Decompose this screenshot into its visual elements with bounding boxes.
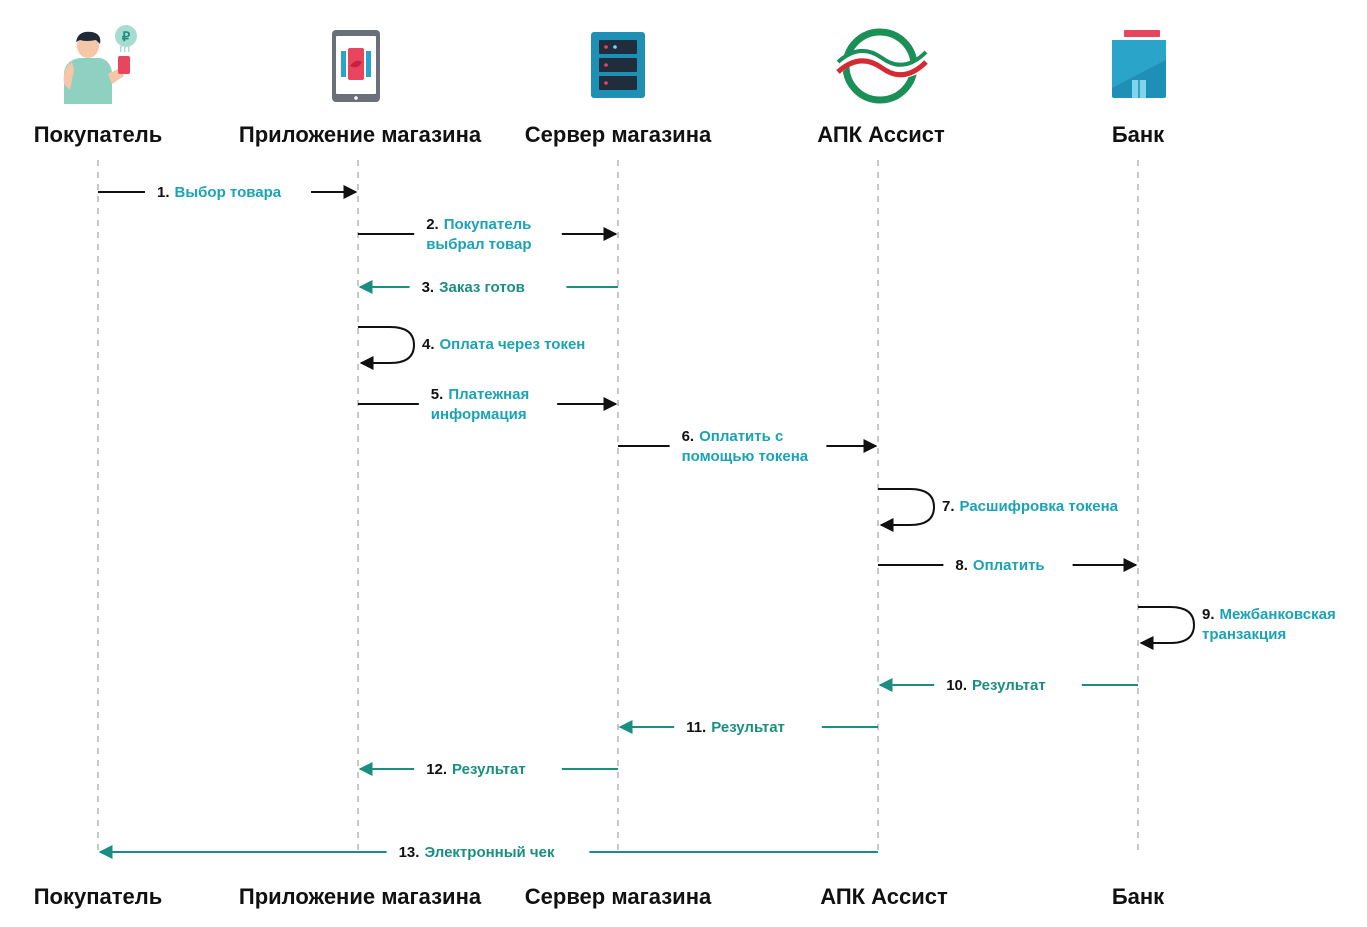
message-label-4: 4. Оплата через токен (422, 336, 585, 353)
bank-building-icon (1112, 30, 1166, 98)
messages: 1. Выбор товара 2. Покупатель выбрал товар 3.… (98, 184, 1336, 861)
message-text-line: Покупатель (444, 216, 532, 233)
message-8: 8. Оплатить (878, 557, 1138, 574)
message-label-10: 10. Результат (946, 677, 1046, 694)
message-label-11: 11. Результат (686, 719, 785, 736)
message-number: 10. (946, 677, 967, 694)
message-number: 9. (1202, 606, 1215, 623)
self-arrow-7 (878, 488, 936, 532)
message-10: 10. Результат (878, 677, 1138, 694)
message-text-line: выбрал товар (426, 236, 531, 253)
message-number: 11. (686, 719, 706, 736)
message-label-8: 8. Оплатить (955, 557, 1044, 574)
message-text-line: Заказ готов (439, 279, 525, 296)
svg-text:₽: ₽ (122, 29, 131, 44)
message-label-7: 7. Расшифровка токена (942, 498, 1119, 515)
message-6: 6.Оплатить с помощью токена (618, 428, 878, 465)
message-label-12: 12. Результат (426, 761, 526, 778)
message-7: 7. Расшифровка токена (878, 488, 1119, 532)
message-text-line: Расшифровка токена (960, 498, 1119, 515)
actor-label-assist: АПК Ассист (817, 122, 945, 147)
message-number: 13. (399, 844, 420, 861)
message-text-line: Платежная (448, 386, 529, 403)
message-2: 2. Покупатель выбрал товар (358, 216, 618, 253)
message-number: 5. (431, 386, 444, 403)
message-text-line: транзакция (1202, 626, 1286, 643)
message-number: 7. (942, 498, 955, 515)
assist-logo-icon (831, 28, 933, 104)
message-text-line: Электронный чек (424, 844, 555, 861)
self-arrow-4 (358, 326, 416, 370)
message-9: 9. Межбанковская транзакция (1138, 606, 1336, 650)
message-number: 1. (157, 184, 170, 201)
message-4: 4. Оплата через токен (358, 326, 585, 370)
message-3: 3.Заказ готов (358, 279, 618, 296)
message-label-5: 5.Платежная информация (431, 386, 529, 423)
message-1: 1. Выбор товара (98, 184, 358, 201)
actor-label-server: Сервер магазина (525, 122, 712, 147)
message-text-line: Оплатить с (699, 428, 783, 445)
message-label-1: 1. Выбор товара (157, 184, 282, 201)
message-text-line: Оплата через токен (440, 336, 586, 353)
message-label-3: 3.Заказ готов (422, 279, 525, 296)
actor-label-bottom-server: Сервер магазина (525, 884, 712, 909)
actor-label-bank: Банк (1112, 122, 1165, 147)
actor-label-bottom-assist: АПК Ассист (820, 884, 948, 909)
message-number: 3. (422, 279, 435, 296)
actor-label-bottom-bank: Банк (1112, 884, 1165, 909)
actor-labels-bottom: Покупатель Приложение магазина Сервер мага… (34, 884, 1165, 909)
message-text-line: Выбор товара (175, 184, 282, 201)
message-number: 12. (426, 761, 447, 778)
person-with-phone-icon: ₽ (63, 25, 137, 104)
message-text-line: помощью токена (682, 448, 809, 465)
message-number: 4. (422, 336, 435, 353)
message-text-line: Межбанковская (1220, 606, 1336, 623)
actor-label-bottom-buyer: Покупатель (34, 884, 163, 909)
actor-label-buyer: Покупатель (34, 122, 163, 147)
lifelines (97, 160, 1139, 852)
actor-label-app: Приложение магазина (239, 122, 482, 147)
message-label-13: 13.Электронный чек (399, 844, 555, 861)
message-13: 13.Электронный чек (98, 844, 878, 861)
message-number: 2. (426, 216, 439, 233)
message-text-line: информация (431, 406, 527, 423)
message-text-line: Оплатить (973, 557, 1045, 574)
self-arrow-9 (1138, 606, 1196, 650)
message-label-9: 9. Межбанковская транзакция (1202, 606, 1336, 643)
message-5: 5.Платежная информация (358, 386, 618, 423)
tablet-icon (332, 30, 380, 102)
server-icon (591, 32, 645, 98)
message-number: 8. (955, 557, 968, 574)
message-label-2: 2. Покупатель выбрал товар (426, 216, 531, 253)
message-text-line: Результат (972, 677, 1046, 694)
message-text-line: Результат (711, 719, 785, 736)
message-11: 11. Результат (618, 719, 878, 736)
actor-labels-top: Покупатель Приложение магазина Сервер мага… (34, 122, 1165, 147)
message-number: 6. (682, 428, 695, 445)
message-label-6: 6.Оплатить с помощью токена (682, 428, 809, 465)
message-text-line: Результат (452, 761, 526, 778)
actor-label-bottom-app: Приложение магазина (239, 884, 482, 909)
message-12: 12. Результат (358, 761, 618, 778)
